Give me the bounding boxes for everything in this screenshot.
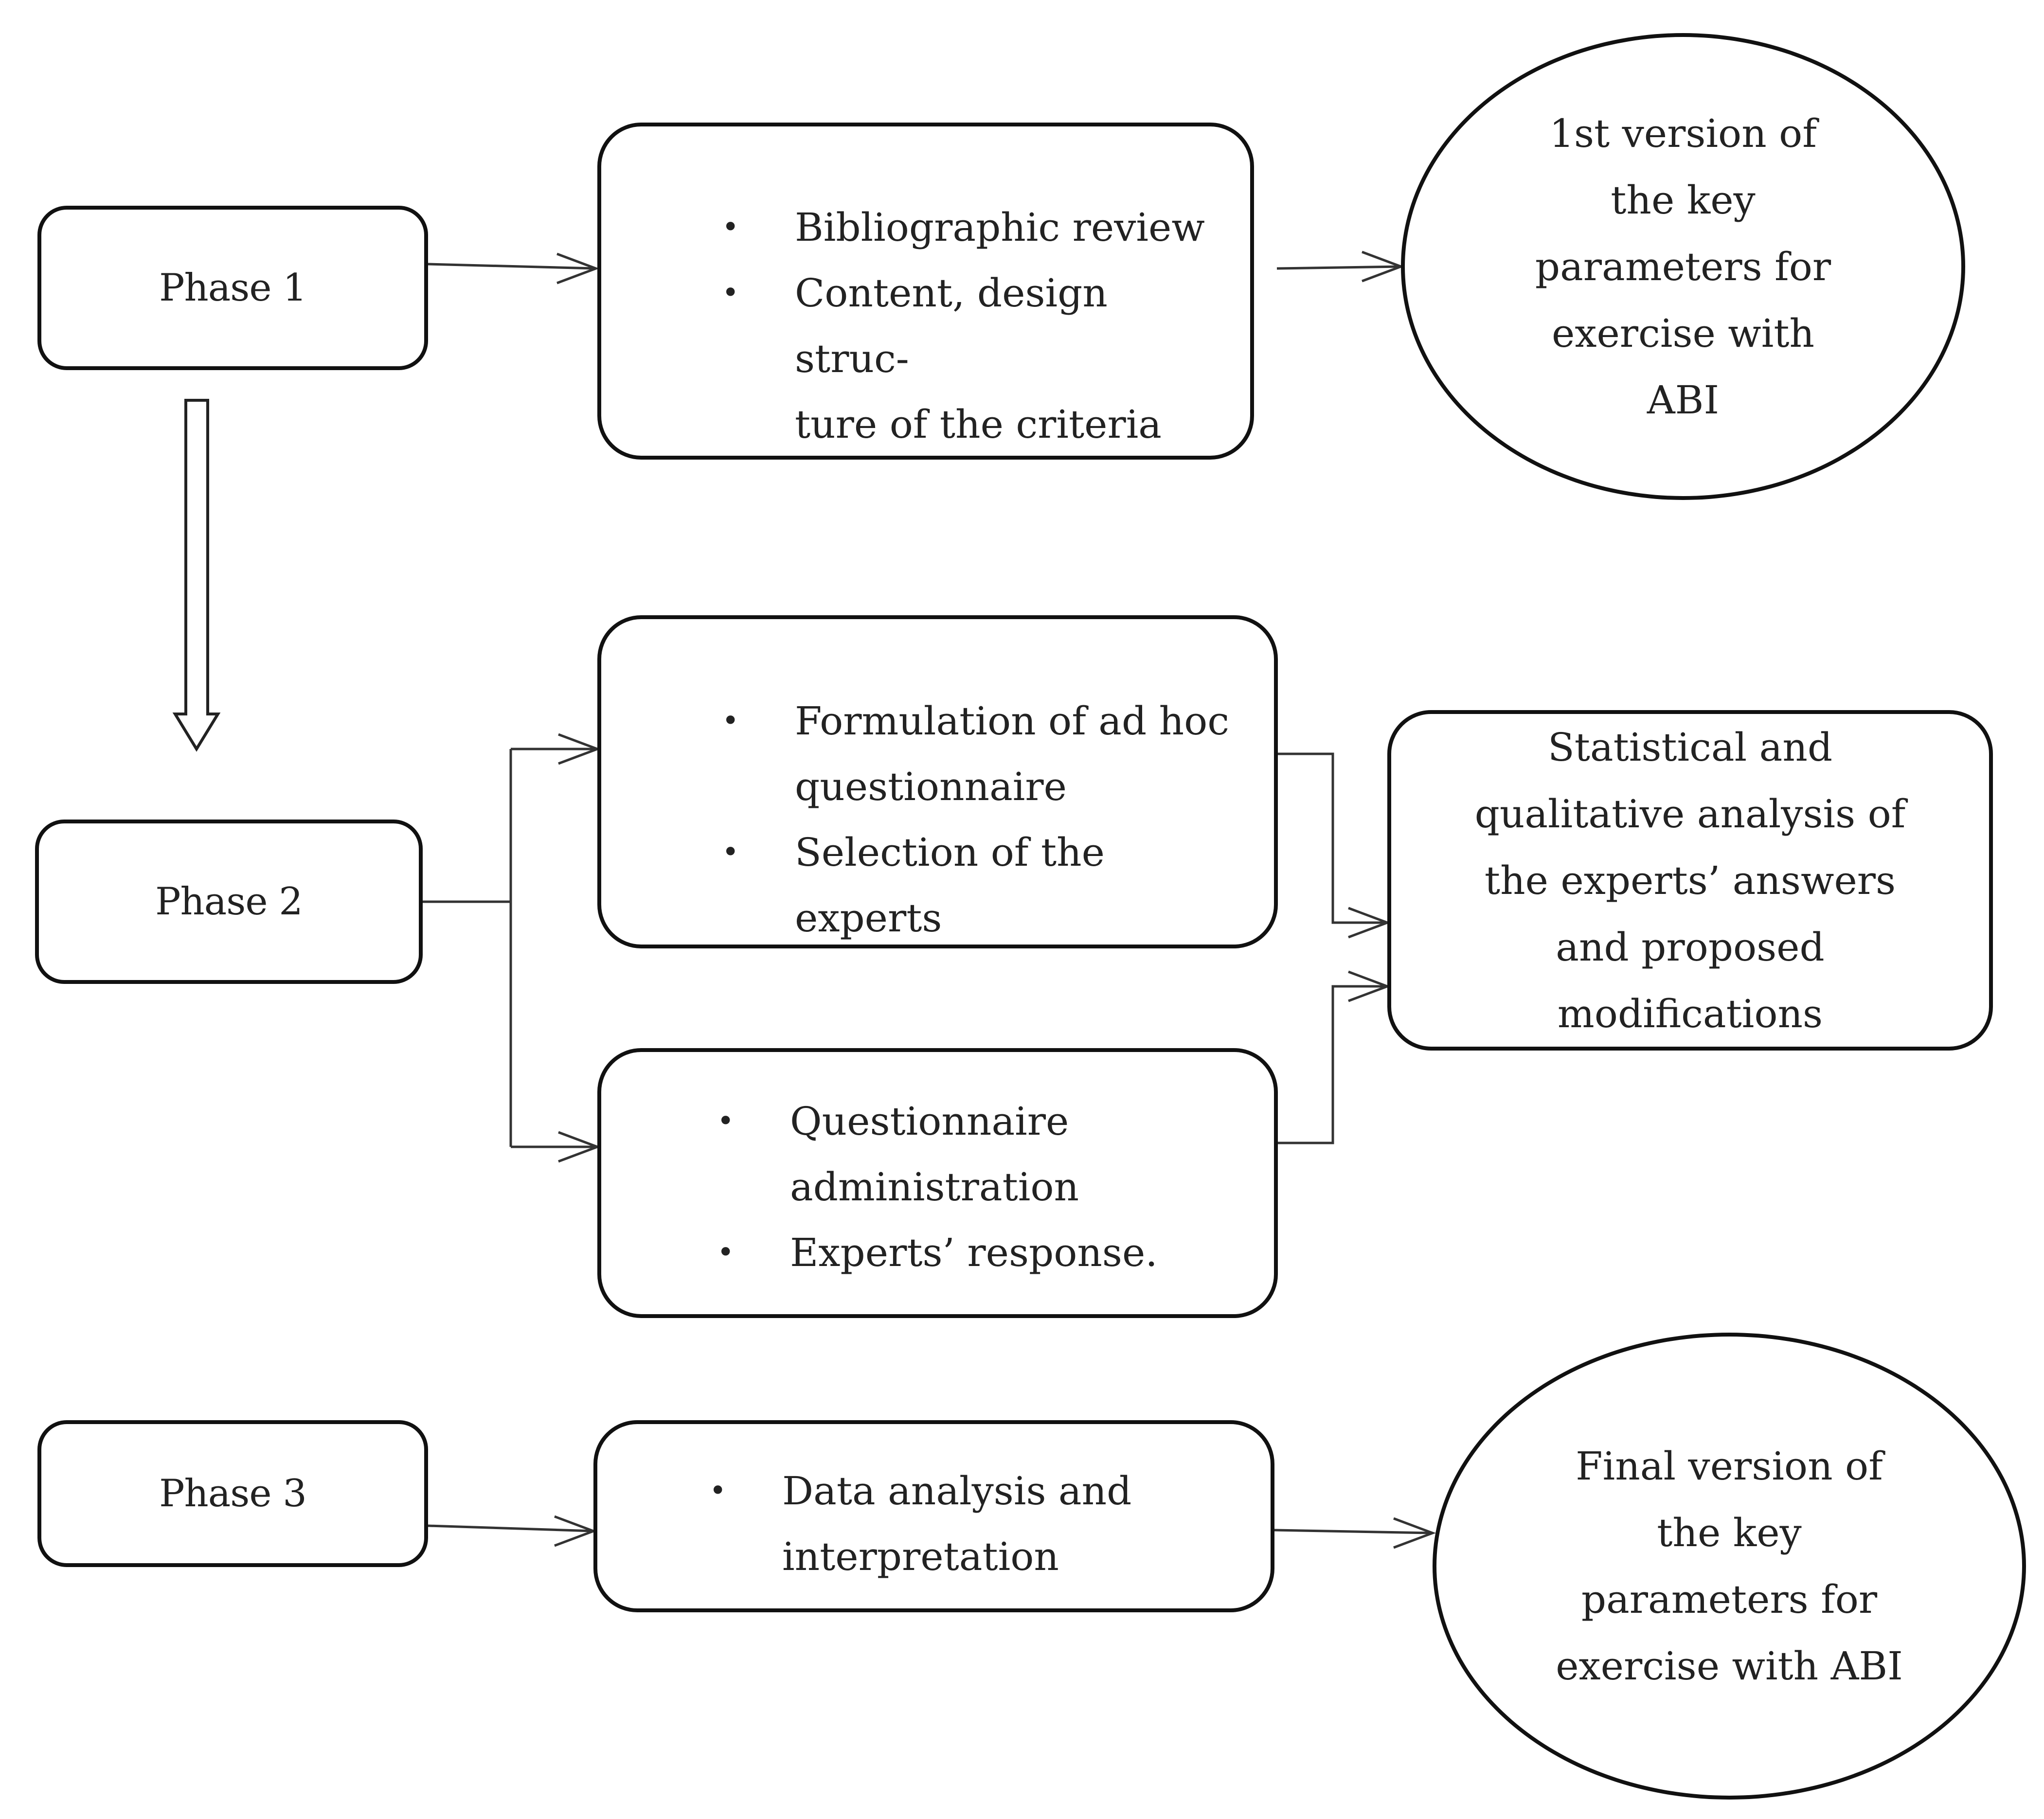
phase-1-steps-list: Bibliographic review Content, design str… [722,195,1223,457]
phase-2-label: Phase 2 [155,880,303,924]
phase-2-analysis-box: Statistical and qualitative analysis of … [1387,710,1993,1051]
phase-1-label: Phase 1 [159,266,307,310]
analysis-label: Statistical and qualitative analysis of … [1474,724,1906,1036]
list-item: Content, design struc- ture of the crite… [722,260,1223,457]
arrowhead-phase1-to-review [556,252,600,285]
phase-2-box: Phase 2 [35,820,423,984]
list-item: Questionnaire administration [717,1088,1101,1220]
phase-2-group-b-box: Questionnaire administration Experts’ re… [597,1048,1278,1318]
phase-3-box: Phase 3 [37,1420,428,1567]
phase-2-group-a-box: Formulation of ad hoc questionnaire Sele… [597,615,1278,948]
phase-3-steps-list: Data analysis and interpretation [709,1458,1132,1589]
phase-1-box: Phase 1 [37,206,428,370]
phase-3-steps-box: Data analysis and interpretation [593,1420,1274,1612]
arrow-group-a-to-analysis [1278,752,1387,924]
first-version-label: 1st version of the key parameters for ex… [1535,110,1831,423]
final-version-label: Final version of the key parameters for … [1556,1444,1903,1689]
arrow-data-to-final-version [1274,1529,1433,1534]
phase-3-label: Phase 3 [159,1472,307,1516]
arrowhead-data-to-final-version [1393,1517,1436,1549]
phase-1-steps-box: Bibliographic review Content, design str… [597,123,1254,460]
final-version-ellipse: Final version of the key parameters for … [1433,1333,2026,1800]
first-version-ellipse: 1st version of the key parameters for ex… [1401,33,1965,500]
phase-2-group-b-list: Questionnaire administration Experts’ re… [717,1088,1237,1285]
hollow-down-arrow [172,399,221,752]
arrow-review-to-first-version [1276,265,1401,270]
list-item: Data analysis and interpretation [709,1458,1132,1589]
list-item: Formulation of ad hoc questionnaire [722,688,1252,820]
arrow-group-b-to-analysis [1278,985,1387,1144]
list-item: Bibliographic review [722,195,1223,260]
list-item: Experts’ response. [717,1220,1237,1285]
arrow-phase3-to-data [428,1524,594,1533]
phase-2-group-a-list: Formulation of ad hoc questionnaire Sele… [722,688,1252,951]
arrow-phase1-to-review [428,263,596,270]
list-item: Selection of the experts [722,820,1252,951]
